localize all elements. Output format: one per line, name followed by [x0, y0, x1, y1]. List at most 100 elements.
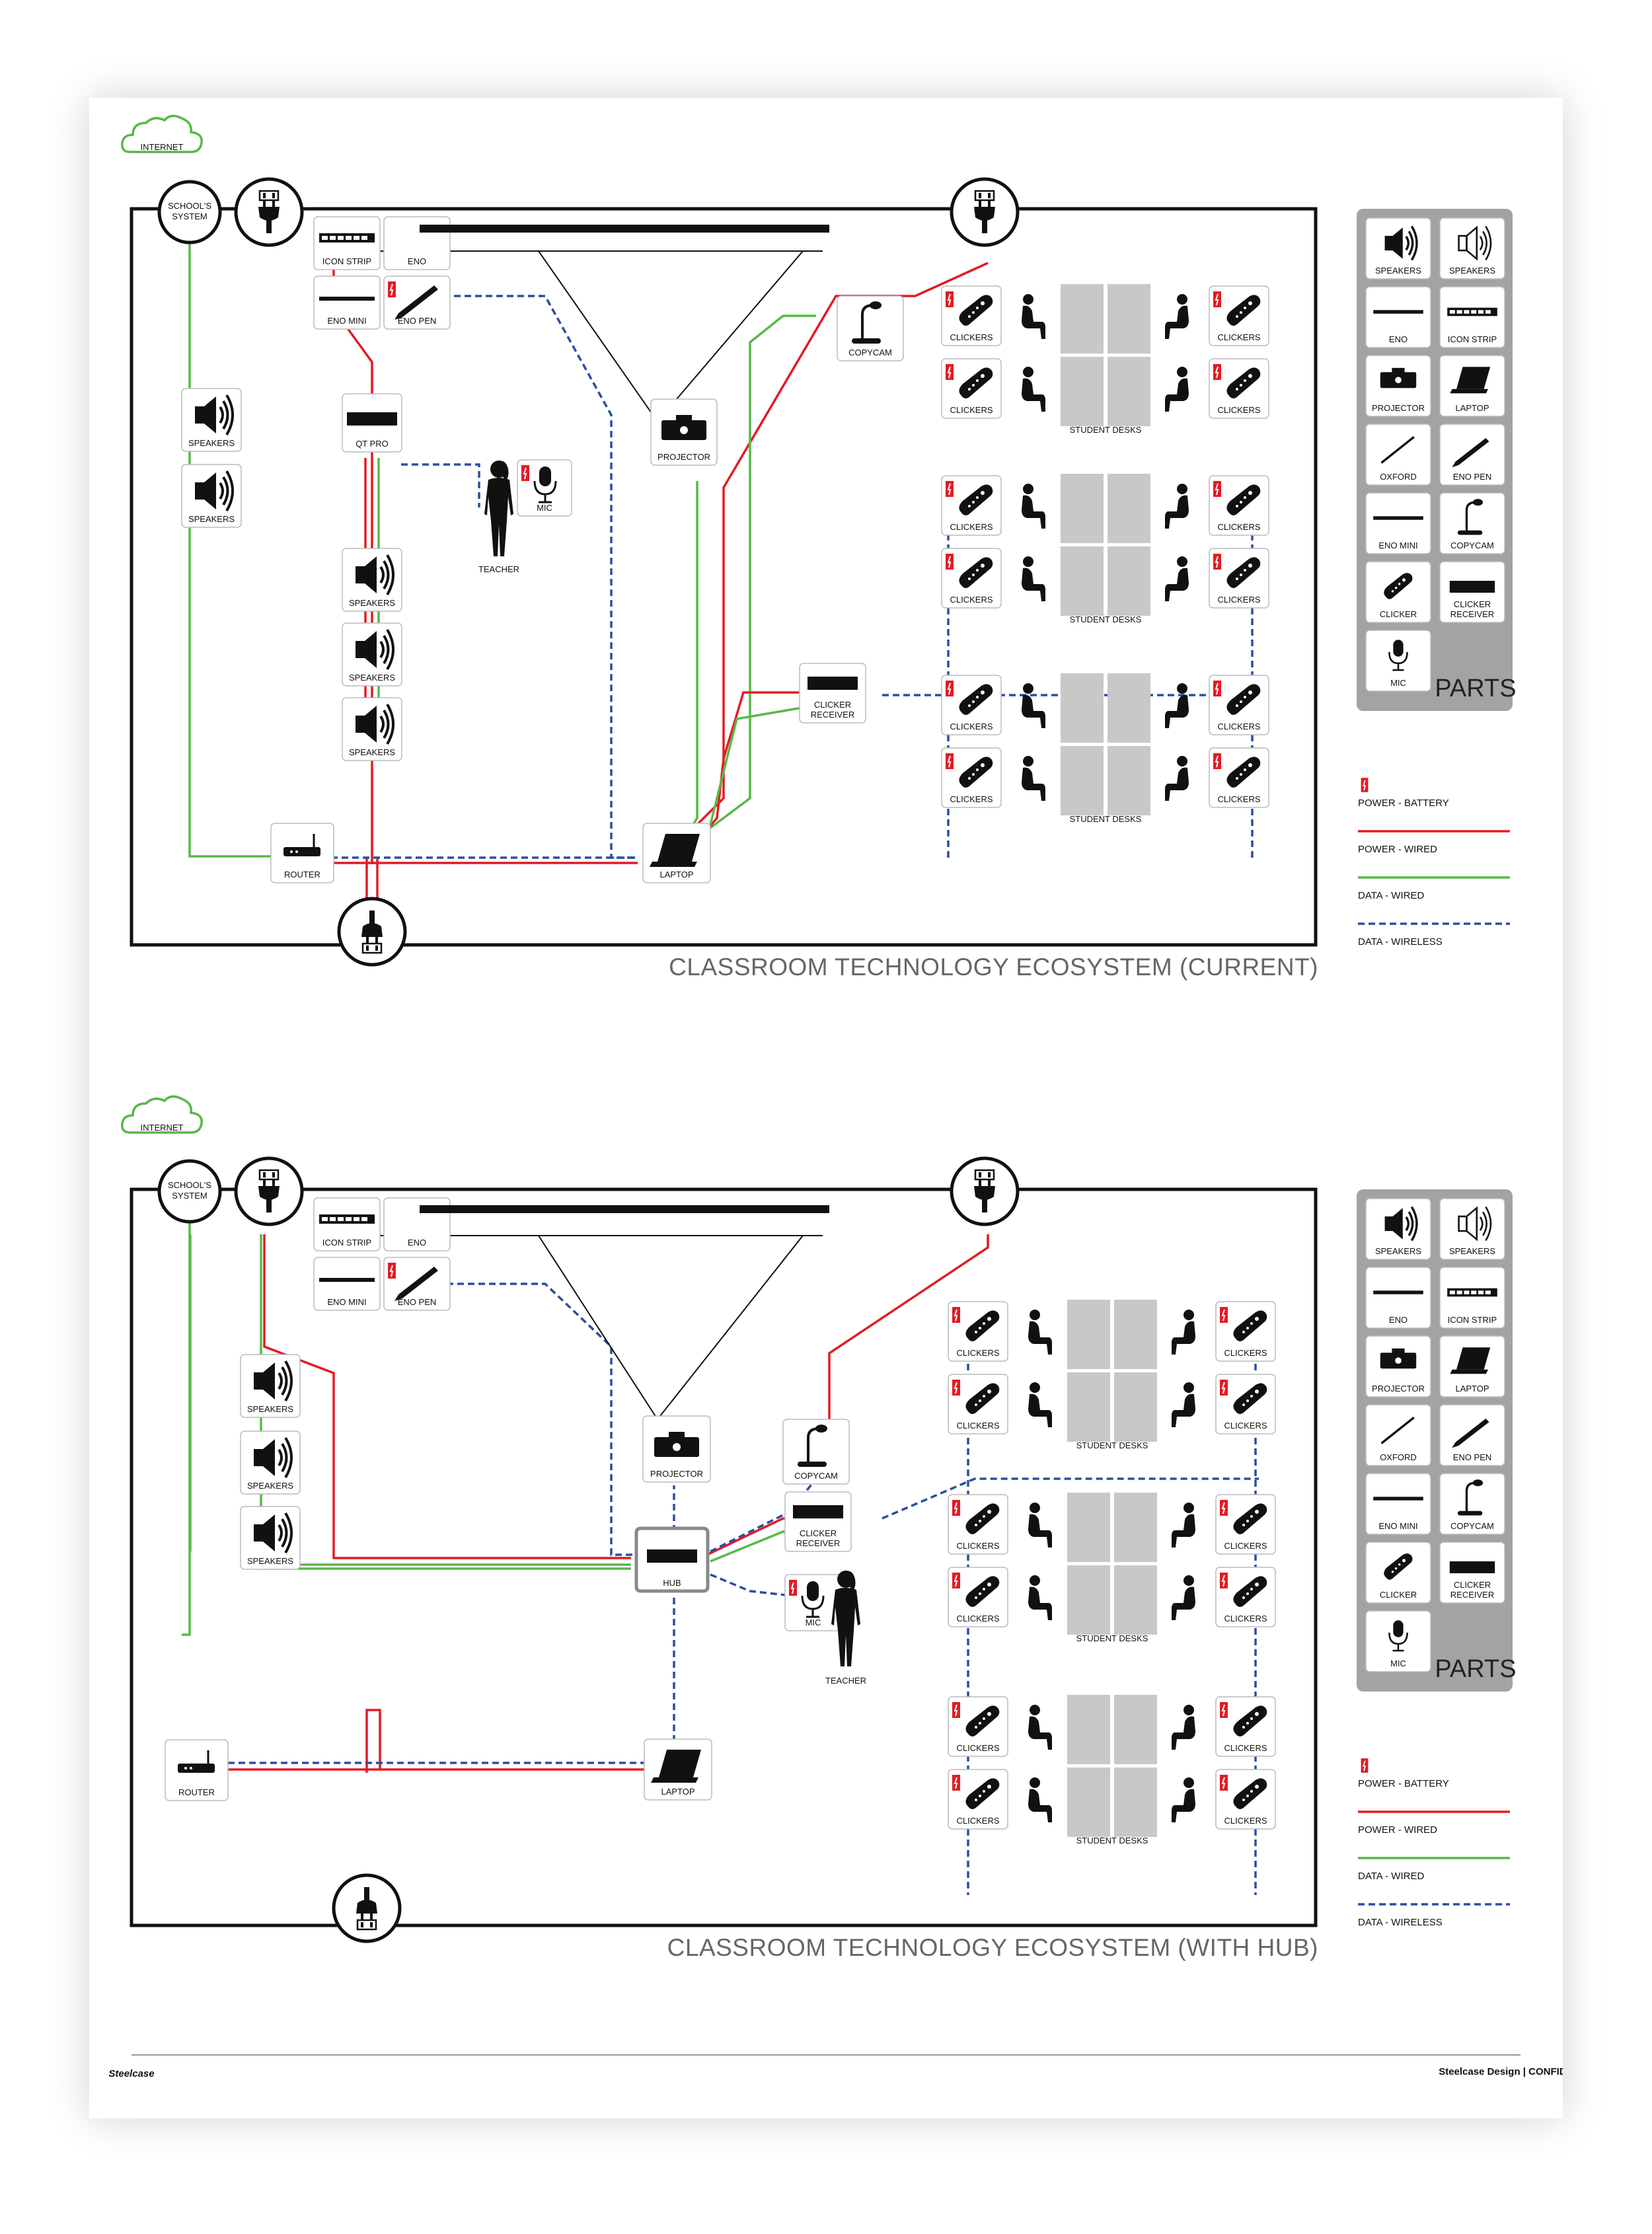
- battery-icon: [952, 1701, 961, 1719]
- mic-device: MIC: [517, 459, 572, 517]
- line-power-copycam: [828, 1234, 989, 1446]
- battery-icon: [945, 480, 954, 498]
- speakers-device: SPEAKERS: [181, 464, 242, 528]
- clickers-tile-left-label: CLICKERS: [950, 595, 993, 605]
- part-icon-strip-tile: [1439, 286, 1505, 348]
- part-pen-tile: [1439, 1404, 1505, 1466]
- clickers-tile-left: CLICKERS: [941, 475, 1002, 536]
- student-icon: [1165, 294, 1189, 339]
- clickers-tile-left: CLICKERS: [948, 1567, 1008, 1627]
- desk: [1108, 673, 1150, 743]
- teacher-label: TEACHER: [478, 564, 519, 574]
- legend-label: DATA - WIRED: [1358, 1871, 1424, 1882]
- part-icon-strip: ICON STRIP: [1439, 1267, 1505, 1329]
- clickers-tile-left-label: CLICKERS: [956, 1816, 999, 1826]
- student-icon: [1022, 294, 1045, 339]
- part-microphone-tile: [1365, 630, 1431, 692]
- icon-strip-device-label: ICON STRIP: [322, 1238, 371, 1247]
- desk: [1067, 1300, 1110, 1369]
- eno-pen-device-label: ENO PEN: [398, 1297, 437, 1307]
- eno-board: [420, 225, 829, 233]
- parts-title: PARTS: [1435, 1655, 1516, 1683]
- part-speaker-label: SPEAKERS: [1375, 266, 1421, 276]
- part-document-camera: COPYCAM: [1439, 492, 1505, 554]
- battery-icon: [945, 753, 954, 770]
- clickers-tile-right: CLICKERS: [1215, 1301, 1276, 1362]
- student-icon: [1028, 1777, 1052, 1822]
- copycam-device-label: COPYCAM: [794, 1471, 838, 1481]
- desk: [1114, 1695, 1157, 1764]
- clickers-tile-left-label: CLICKERS: [950, 794, 993, 804]
- eno-mini-device: ENO MINI: [313, 276, 381, 330]
- line-power-hub: [263, 1234, 631, 1559]
- line-copycam-laptop: [669, 315, 816, 859]
- clickers-tile-left-label: CLICKERS: [950, 405, 993, 415]
- desk: [1114, 1565, 1157, 1635]
- clickers-tile-right: CLICKERS: [1209, 747, 1269, 808]
- part-clicker-receiver-label: CLICKER: [1454, 1580, 1491, 1590]
- legend-label: POWER - BATTERY: [1358, 798, 1449, 809]
- student-desks-label: STUDENT DESKS: [1076, 1633, 1148, 1643]
- part-laptop-label: LAPTOP: [1455, 403, 1489, 413]
- part-document-camera-tile: [1439, 1473, 1505, 1535]
- desk: [1067, 1695, 1110, 1764]
- legend-label: DATA - WIRED: [1358, 890, 1424, 901]
- part-eno-mini-tile: [1365, 1473, 1431, 1535]
- schools-system-label: SCHOOL'S: [168, 1180, 211, 1190]
- part-pen-label: ENO PEN: [1453, 472, 1492, 482]
- part-speaker-outline: SPEAKERS: [1439, 1198, 1505, 1260]
- line-power-projector: [663, 262, 989, 859]
- clickers-tile-left-label: CLICKERS: [956, 1421, 999, 1431]
- part-stylus: OXFORD: [1365, 424, 1431, 486]
- schools-system-label: SCHOOL'S: [168, 201, 211, 211]
- copycam-device-tile: [782, 1419, 850, 1485]
- clickers-tile-left: CLICKERS: [948, 1769, 1008, 1830]
- desk: [1061, 474, 1104, 543]
- clickers-tile-left: CLICKERS: [948, 1301, 1008, 1362]
- clicker-receiver-device-label: CLICKER: [814, 700, 851, 710]
- clickers-tile-left: CLICKERS: [941, 358, 1002, 419]
- part-clicker-receiver-label: RECEIVER: [1450, 609, 1494, 619]
- battery-icon: [1219, 1701, 1228, 1719]
- desk: [1114, 1300, 1157, 1369]
- desk: [1108, 546, 1150, 616]
- diagram-title-current: CLASSROOM TECHNOLOGY ECOSYSTEM (CURRENT): [669, 953, 1318, 981]
- battery-icon: [1219, 1572, 1228, 1589]
- student-icon: [1172, 1310, 1195, 1355]
- eno-board: [420, 1205, 829, 1213]
- part-eno-board-label: ENO: [1389, 334, 1408, 344]
- speakers-device: SPEAKERS: [240, 1431, 301, 1495]
- router-device: ROUTER: [270, 823, 334, 883]
- clickers-tile-right-label: CLICKERS: [1224, 1816, 1267, 1826]
- speakers-device-label: SPEAKERS: [247, 1556, 293, 1566]
- legend-label: POWER - WIRED: [1358, 1824, 1437, 1836]
- hub-device-icon: [647, 1549, 697, 1563]
- speakers-device-label: SPEAKERS: [349, 747, 395, 757]
- student-icon: [1028, 1382, 1052, 1427]
- copycam-device-label: COPYCAM: [848, 348, 892, 357]
- part-stylus-label: OXFORD: [1380, 472, 1417, 482]
- part-eno-board-tile: [1365, 286, 1431, 348]
- part-icon-strip-label: ICON STRIP: [1448, 334, 1497, 344]
- clickers-tile-left: CLICKERS: [948, 1374, 1008, 1434]
- student-desks-label: STUDENT DESKS: [1070, 614, 1142, 624]
- clickers-tile-right: CLICKERS: [1215, 1769, 1276, 1830]
- part-microphone-label: MIC: [1390, 1658, 1406, 1668]
- footer-confidential: Steelcase Design | CONFIDENTIAL: [1439, 2066, 1563, 2077]
- line-receiver-clickers: [882, 1477, 1259, 1520]
- student-icon: [1165, 556, 1189, 601]
- battery-icon: [945, 363, 954, 381]
- mic-device-label: MIC: [537, 503, 552, 513]
- speakers-device-label: SPEAKERS: [247, 1404, 293, 1414]
- outlet-top-left: [234, 177, 304, 247]
- student-icon: [1022, 756, 1045, 801]
- clickers-tile-right-label: CLICKERS: [1217, 794, 1260, 804]
- schools-system-label: SYSTEM: [172, 211, 207, 221]
